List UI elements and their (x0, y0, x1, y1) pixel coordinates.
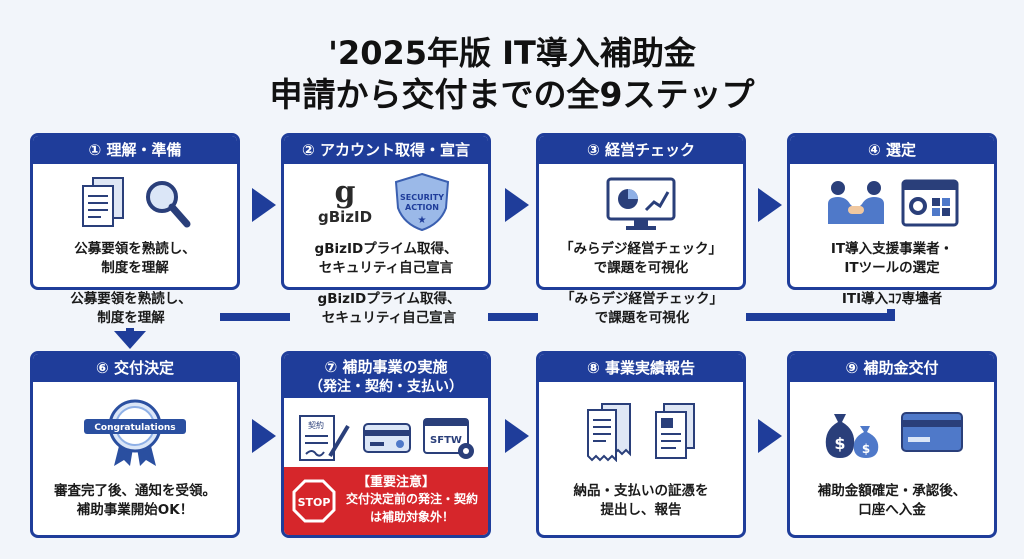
contract-document-icon: 契約 (299, 415, 350, 461)
step-card-8: ⑧ 事業実績報告 納品・支払いの証憑を 提出し、報告 (536, 351, 746, 538)
step-text-line1: gBizIDプライム取得、 (314, 241, 458, 257)
step-header-line2: （発注・契約・支払い） (309, 379, 463, 395)
arrow-7-8 (505, 419, 529, 453)
step-card-7: ⑦ 補助事業の実施 （発注・契約・支払い） 契約 SFTW STO (281, 351, 491, 538)
arrow-6-7 (252, 419, 276, 453)
report-document-icon (655, 403, 695, 459)
arrow-3-4 (758, 188, 782, 222)
step-text-line2: 提出し、報告 (600, 502, 682, 518)
gbizid-logo: g gBizID (317, 175, 373, 227)
step-text-line2: 口座へ入金 (858, 502, 926, 518)
step-header: ⑧ 事業実績報告 (539, 354, 743, 382)
svg-text:★: ★ (418, 215, 427, 226)
magnifier-icon (146, 181, 191, 228)
receipts-icon (587, 403, 631, 462)
svg-text:SECURITY: SECURITY (400, 193, 444, 202)
svg-text:SFTW: SFTW (430, 435, 462, 446)
step-text-line1: IT導入支援事業者・ (830, 241, 954, 257)
warning-box: STOP 【重要注意】 交付決定前の発注・契約 は補助対象外！ (284, 467, 488, 535)
step-header: ① 理解・準備 (33, 136, 237, 164)
arrow-2-3 (505, 188, 529, 222)
step-header: ③ 経営チェック (539, 136, 743, 164)
step-text-line2: で課題を可視化 (593, 260, 689, 276)
page-title-line1: '2025年版 IT導入補助金 (328, 34, 696, 72)
warning-body: 交付決定前の発注・契約 は補助対象外！ (345, 492, 478, 524)
svg-text:$: $ (834, 434, 845, 453)
step-header: ② アカウント取得・宣言 (284, 136, 488, 164)
svg-text:STOP: STOP (298, 496, 331, 509)
warning-title: 【重要注意】 (356, 475, 435, 490)
svg-text:ACTION: ACTION (405, 203, 439, 212)
security-action-shield-icon: SECURITY ACTION ★ (394, 172, 450, 232)
monitor-chart-icon (606, 177, 676, 230)
handshake-icon (828, 181, 884, 224)
svg-text:契約: 契約 (308, 420, 324, 430)
svg-text:Congratulations: Congratulations (94, 423, 175, 433)
documents-icon (82, 177, 124, 227)
step-header: ⑨ 補助金交付 (790, 354, 994, 382)
step-header: ⑥ 交付決定 (33, 354, 237, 382)
step-card-2: ② アカウント取得・宣言 g gBizID SECURITY ACTION ★ … (281, 133, 491, 290)
ghost-text-step4: ITI導入ｺﾌ専壗者 (808, 290, 976, 309)
bank-card-icon (901, 412, 963, 452)
connector-line (130, 313, 895, 321)
step-text-line1: 納品・支払いの証憑を (573, 483, 709, 499)
step-text-line1: 補助金額確定・承認後、 (817, 483, 967, 499)
ghost-text-step1: 公募要領を熟読し、制度を理解 (42, 290, 220, 328)
stop-sign-icon: STOP (292, 479, 336, 523)
step-text-line2: 補助事業開始OK！ (76, 502, 194, 518)
connector-down-arrow (114, 331, 146, 349)
page-title-line2: 申請から交付までの全9ステップ (269, 75, 755, 114)
congratulations-ribbon-icon: Congratulations (84, 399, 186, 466)
step-text-line1: 審査完了後、通知を受領。 (54, 483, 216, 499)
step-header-line1: ⑦ 補助事業の実施 (324, 358, 448, 376)
step-text-line1: 「みらデジ経営チェック」 (560, 241, 722, 257)
step-card-1: ① 理解・準備 公募要領を熟読し、 制度を理解 (30, 133, 240, 290)
step-card-4: ④ 選定 IT導入支援事業者・ ITツールの選定 (787, 133, 997, 290)
step-text-line1: 公募要領を熟読し、 (74, 241, 196, 257)
step-card-3: ③ 経営チェック 「みらデジ経営チェック」 で課題を可視化 (536, 133, 746, 290)
arrow-8-9 (758, 419, 782, 453)
software-window-icon: SFTW (423, 418, 474, 459)
step-text-line2: 制度を理解 (101, 260, 169, 276)
svg-text:$: $ (862, 442, 870, 456)
step-text-line2: ITツールの選定 (844, 260, 940, 276)
money-bags-icon: $ $ (825, 414, 879, 458)
settings-window-icon (901, 179, 959, 227)
step-header: ⑦ 補助事業の実施 （発注・契約・支払い） (284, 354, 488, 398)
step-card-6: ⑥ 交付決定 Congratulations 審査完了後、通知を受領。 補助事業… (30, 351, 240, 538)
arrow-1-2 (252, 188, 276, 222)
ghost-text-step3: 「みらデジ経営チェック」で課題を可視化 (538, 290, 746, 328)
credit-card-icon (363, 423, 411, 453)
step-text-line2: セキュリティ自己宣言 (318, 260, 454, 276)
step-card-9: ⑨ 補助金交付 $ $ 補助金額確定・承認後、 口座へ入金 (787, 351, 997, 538)
ghost-text-step2: gBizIDプライム取得、セキュリティ自己宣言 (290, 290, 488, 328)
step-header: ④ 選定 (790, 136, 994, 164)
